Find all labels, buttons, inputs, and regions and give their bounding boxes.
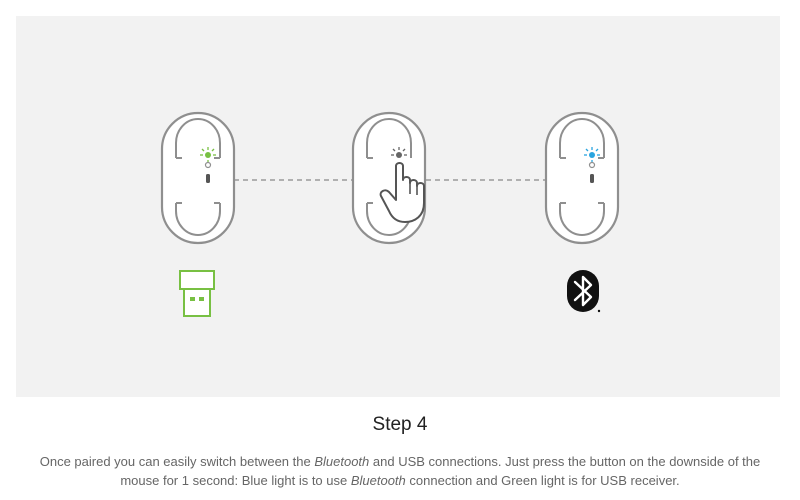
status-light-green xyxy=(200,147,216,163)
usb-receiver-icon xyxy=(179,270,215,317)
mouse-center xyxy=(351,111,427,245)
step-title: Step 4 xyxy=(372,414,428,435)
status-light-blue xyxy=(584,147,600,163)
status-light-grey xyxy=(391,147,407,158)
mouse-right xyxy=(544,111,620,245)
bluetooth-term: Bluetooth xyxy=(350,473,406,488)
description-text: connection and Green light is for USB re… xyxy=(405,473,680,488)
step-description: Once paired you can easily switch betwee… xyxy=(22,452,778,490)
mouse-left xyxy=(160,111,236,245)
pointing-hand-icon xyxy=(379,162,425,223)
bluetooth-icon xyxy=(567,270,601,313)
description-text: Once paired you can easily switch betwee… xyxy=(39,454,315,469)
description-text: and USB connections. Just press the butt… xyxy=(120,454,761,488)
illustration xyxy=(160,111,620,317)
bluetooth-term: Bluetooth xyxy=(314,454,370,469)
